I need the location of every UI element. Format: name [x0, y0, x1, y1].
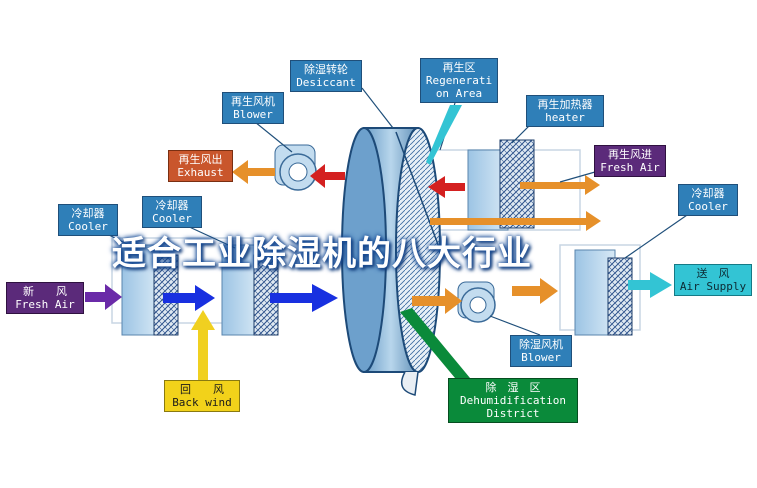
arrow-process-blue — [163, 284, 338, 312]
label-cooler-3-zh: 冷却器 — [691, 187, 725, 200]
process-blower — [457, 281, 496, 323]
regen-blower — [274, 144, 317, 191]
label-exhaust-zh: 再生风出 — [178, 153, 223, 166]
label-regen-fresh-air: 再生风进 Fresh Air — [594, 145, 666, 177]
label-regen-heater-zh: 再生加热器 — [537, 98, 593, 111]
label-regen-fresh-en: Fresh Air — [600, 161, 660, 174]
label-process-blower: 除湿风机 Blower — [510, 335, 572, 367]
label-air-supply: 送 风 Air Supply — [674, 264, 752, 296]
label-cooler-1-zh: 冷却器 — [71, 207, 105, 220]
arrow-exhaust — [232, 160, 275, 184]
arrow-dry-orange — [412, 278, 558, 314]
arrow-supply — [628, 272, 672, 298]
label-desiccant: 除湿转轮 Desiccant — [290, 60, 362, 92]
regen-pointer — [426, 105, 462, 165]
label-air-supply-zh: 送 风 — [696, 267, 730, 280]
label-process-blower-en: Blower — [521, 351, 561, 364]
arrow-fresh — [85, 284, 122, 310]
label-cooler-2-zh: 冷却器 — [155, 199, 189, 212]
label-dehum-zh: 除 湿 区 — [485, 381, 541, 394]
label-back-wind: 回 风 Back wind — [164, 380, 240, 412]
label-exhaust: 再生风出 Exhaust — [168, 150, 233, 182]
label-process-blower-zh: 除湿风机 — [519, 338, 563, 351]
label-air-supply-en: Air Supply — [679, 280, 747, 293]
label-dehum-district: 除 湿 区 Dehumidification District — [448, 378, 578, 423]
label-cooler-2: 冷却器 Cooler — [142, 196, 202, 228]
label-cooler-3-en: Cooler — [688, 200, 728, 213]
label-back-wind-en: Back wind — [172, 396, 232, 409]
label-regen-blower-en: Blower — [233, 108, 273, 121]
label-regen-blower: 再生风机 Blower — [222, 92, 284, 124]
label-regen-heater-en: heater — [545, 111, 585, 124]
label-fresh-air-en: Fresh Air — [15, 298, 75, 311]
label-regen-area-zh: 再生区 — [442, 61, 476, 74]
cooler-box-2 — [221, 244, 279, 336]
label-fresh-air: 新 风 Fresh Air — [6, 282, 84, 314]
label-regen-area: 再生区 Regenerati on Area — [420, 58, 498, 103]
arrow-regen-orange — [430, 175, 601, 231]
label-desiccant-zh: 除湿转轮 — [304, 63, 348, 76]
dehum-pointer — [400, 308, 470, 378]
label-exhaust-en: Exhaust — [177, 166, 224, 179]
label-cooler-3: 冷却器 Cooler — [678, 184, 738, 216]
overlay-title: 适合工业除湿机的八大行业 — [112, 234, 532, 274]
label-cooler-2-en: Cooler — [152, 212, 192, 225]
label-back-wind-zh: 回 风 — [180, 383, 224, 396]
label-dehum-en: Dehumidification District — [460, 394, 566, 420]
label-cooler-1: 冷却器 Cooler — [58, 204, 118, 236]
label-cooler-1-en: Cooler — [68, 220, 108, 233]
cooler-box-3 — [574, 249, 633, 336]
arrow-backwind — [191, 310, 215, 380]
label-desiccant-en: Desiccant — [296, 76, 356, 89]
label-regen-heater: 再生加热器 heater — [526, 95, 604, 127]
label-fresh-air-zh: 新 风 — [23, 285, 67, 298]
label-regen-fresh-zh: 再生风进 — [608, 148, 652, 161]
arrow-regen-red — [310, 164, 465, 198]
label-regen-blower-zh: 再生风机 — [231, 95, 275, 108]
label-regen-area-en: Regenerati on Area — [425, 74, 493, 100]
